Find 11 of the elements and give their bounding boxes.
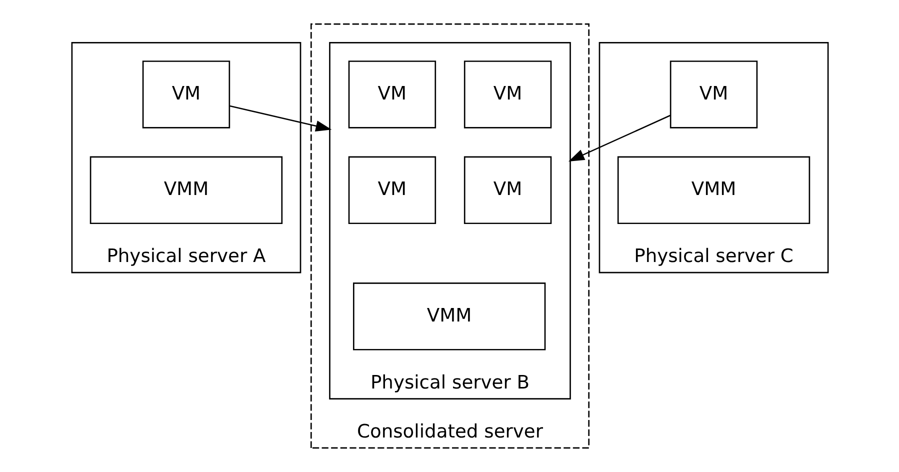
arrow — [229, 105, 332, 132]
node-box: VMM — [352, 282, 546, 350]
node-box: VM — [463, 60, 552, 128]
node-box: VM — [142, 60, 230, 128]
arrow — [568, 114, 670, 162]
node-box: VMM — [89, 156, 282, 224]
node-box: VMM — [616, 156, 810, 224]
node-box: VM — [348, 156, 436, 224]
node-box: VM — [348, 60, 436, 128]
node-box: VM — [669, 60, 758, 128]
node-box: VM — [463, 156, 552, 224]
